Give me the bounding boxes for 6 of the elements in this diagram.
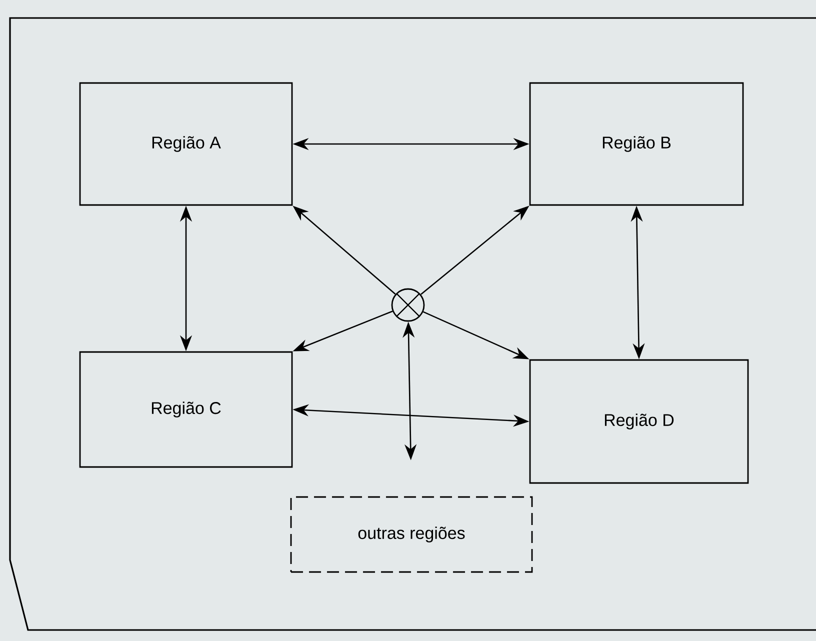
region-box: Região B: [529, 82, 744, 206]
region-box: Região D: [529, 359, 749, 484]
crossed-circle: [391, 288, 425, 322]
region-box: Região A: [79, 82, 293, 206]
region-box: outras regiões: [290, 496, 533, 573]
region-box: Região C: [79, 351, 293, 468]
